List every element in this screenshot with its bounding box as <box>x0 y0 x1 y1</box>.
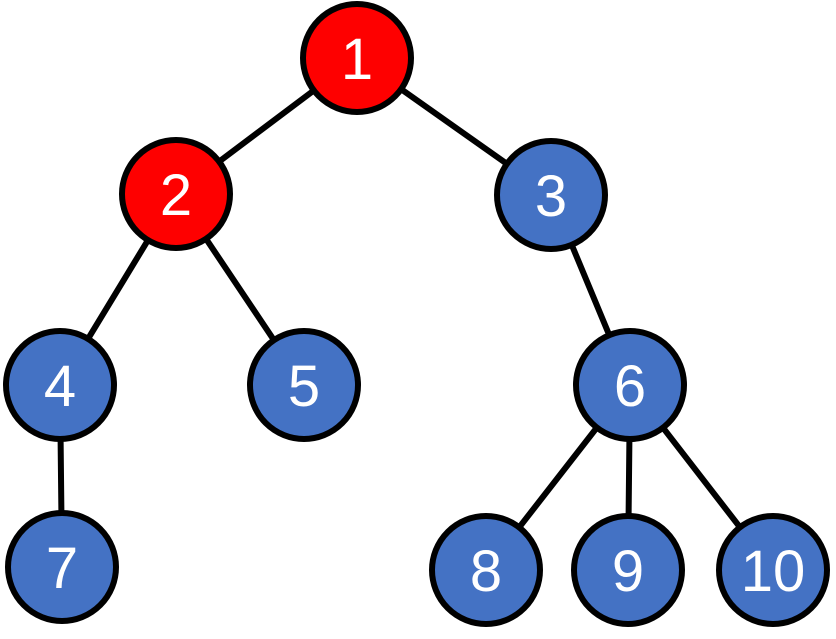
node-circle-7 <box>5 510 119 624</box>
tree-node-1: 1 <box>300 1 414 115</box>
tree-node-2: 2 <box>119 137 233 251</box>
tree-node-9: 9 <box>571 513 685 627</box>
node-circle-5 <box>247 328 361 442</box>
tree-node-4: 4 <box>3 328 117 442</box>
tree-node-5: 5 <box>247 328 361 442</box>
node-circle-6 <box>573 328 687 442</box>
node-circle-3 <box>494 138 608 252</box>
tree-node-3: 3 <box>494 138 608 252</box>
tree-node-6: 6 <box>573 328 687 442</box>
tree-node-10: 10 <box>716 513 830 627</box>
tree-node-8: 8 <box>429 513 543 627</box>
node-circle-10 <box>716 513 830 627</box>
edge-layer <box>57 55 776 573</box>
tree-node-7: 7 <box>5 510 119 624</box>
node-circle-8 <box>429 513 543 627</box>
node-circle-2 <box>119 137 233 251</box>
node-circle-9 <box>571 513 685 627</box>
node-circle-1 <box>300 1 414 115</box>
node-circle-4 <box>3 328 117 442</box>
